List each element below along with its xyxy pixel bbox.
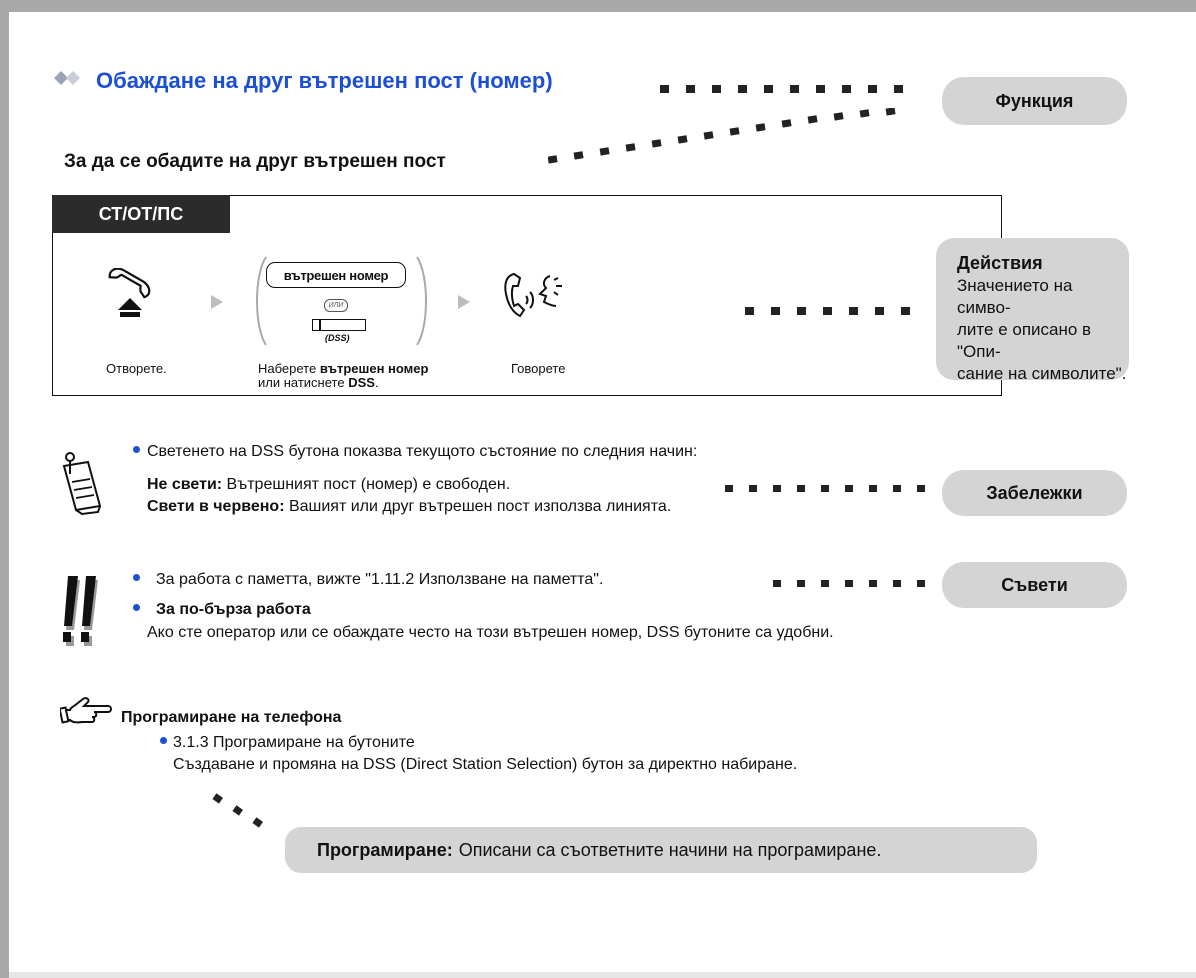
- callout-tips: Съвети: [942, 562, 1127, 608]
- arrow-right-icon: [211, 295, 223, 309]
- arrow-right-icon: [458, 295, 470, 309]
- callout-programming-text: Описани са съответните начини на програм…: [458, 839, 882, 860]
- callout-actions-line1: Значението на симво-: [957, 276, 1073, 317]
- bullet: [133, 446, 140, 453]
- programming-desc: Създаване и промяна на DSS (Direct Stati…: [173, 756, 798, 773]
- step2-label: Наберете вътрешен номер или натиснете DS…: [258, 361, 429, 390]
- diamond-icon: [54, 71, 80, 85]
- bracket-left: [256, 256, 267, 346]
- top-frame-bar: [0, 0, 1196, 12]
- tips-line2-text: Ако сте оператор или се обаждате често н…: [147, 624, 834, 641]
- bullet: [133, 604, 140, 611]
- callout-actions: Действия Значението на симво- лите е опи…: [936, 238, 1129, 383]
- leader-dashes-subtitle: [548, 108, 896, 164]
- leader-dashes-actions: [745, 307, 910, 315]
- step3-label: Говорете: [511, 361, 566, 376]
- callout-function: Функция: [942, 77, 1127, 125]
- off-hook-icon: [108, 268, 151, 317]
- dss-button-tick: [319, 319, 321, 331]
- tips-line2-title: За по-бърза работа: [156, 601, 311, 618]
- left-frame-bar: [0, 0, 9, 978]
- leader-dashes-programming: [212, 793, 263, 828]
- or-badge: ИЛИ: [324, 299, 348, 312]
- bracket-right: [416, 256, 427, 346]
- callout-actions-line2: лите е описано в "Опи-: [957, 320, 1092, 361]
- programming-heading: Програмиране на телефона: [121, 709, 342, 726]
- talk-icon: [504, 272, 562, 318]
- leader-dashes-title: [660, 85, 903, 93]
- memo-icon: [62, 452, 102, 516]
- callout-notes: Забележки: [942, 470, 1127, 516]
- procedure-tab: СТ/ОТ/ПС: [52, 195, 230, 233]
- page-title: Обаждане на друг вътрешен пост (номер): [96, 68, 553, 93]
- notes-line1: Светенето на DSS бутона показва текущото…: [147, 443, 698, 460]
- dss-button-icon: [312, 319, 366, 331]
- callout-programming-label: Програмиране:: [317, 839, 453, 860]
- section-subtitle: За да се обадите на друг вътрешен пост: [64, 151, 446, 172]
- bottom-frame-bar: [9, 972, 1196, 978]
- step1-label: Отворете.: [106, 361, 167, 376]
- dss-caption: (DSS): [325, 333, 350, 343]
- tips-line1: За работа с паметта, вижте "1.11.2 Изпол…: [156, 571, 604, 588]
- programming-item: 3.1.3 Програмиране на бутоните: [173, 734, 415, 751]
- bullet: [160, 737, 167, 744]
- notes-off: Не свети: Вътрешният пост (номер) е своб…: [147, 476, 511, 493]
- bullet: [133, 574, 140, 581]
- callout-programming: Програмиране: Описани са съответните нач…: [285, 827, 1037, 873]
- notes-red: Свети в червено: Вашият или друг вътреше…: [147, 498, 672, 515]
- extension-number-button: вътрешен номер: [266, 262, 406, 288]
- exclamation-icon: [63, 576, 98, 646]
- pointing-hand-icon: [60, 697, 112, 724]
- callout-actions-line3: сание на символите".: [957, 364, 1127, 383]
- callout-actions-title: Действия: [957, 253, 1043, 273]
- leader-dashes-tips: [773, 580, 925, 587]
- leader-dashes-notes: [725, 485, 925, 492]
